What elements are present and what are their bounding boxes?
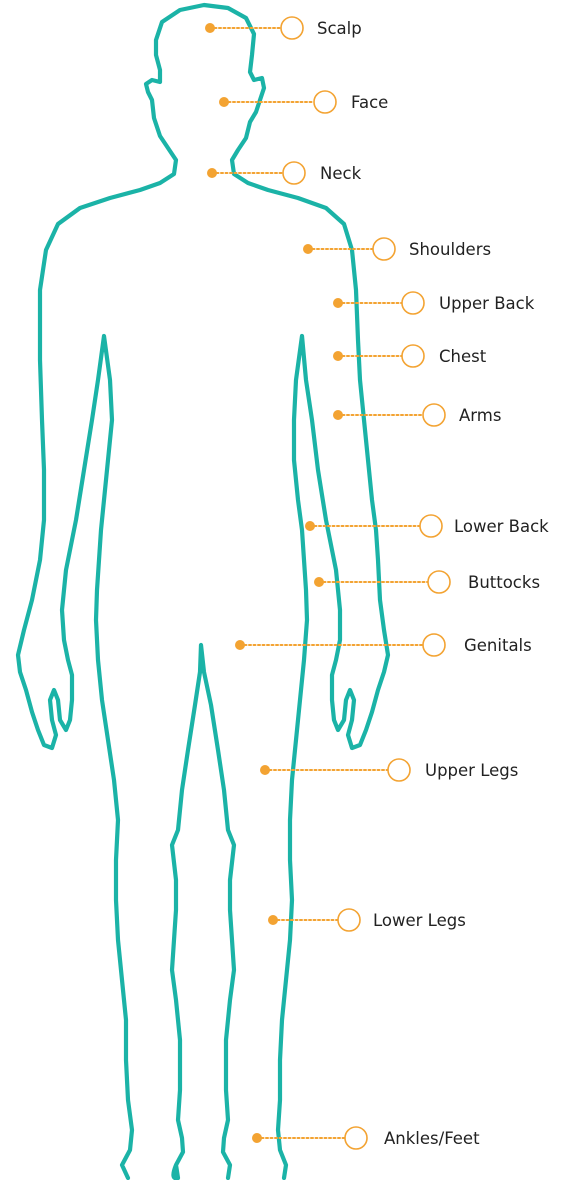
select-circle-genitals[interactable] bbox=[423, 634, 445, 656]
anchor-dot-ankles-feet bbox=[252, 1133, 262, 1143]
marker-scalp[interactable]: Scalp bbox=[205, 17, 362, 39]
anchor-dot-upper-back bbox=[333, 298, 343, 308]
marker-lower-legs[interactable]: Lower Legs bbox=[268, 909, 466, 931]
select-circle-lower-legs[interactable] bbox=[338, 909, 360, 931]
label-neck[interactable]: Neck bbox=[320, 164, 362, 183]
select-circle-scalp[interactable] bbox=[281, 17, 303, 39]
label-lower-legs[interactable]: Lower Legs bbox=[373, 911, 466, 930]
marker-arms[interactable]: Arms bbox=[333, 404, 501, 426]
select-circle-face[interactable] bbox=[314, 91, 336, 113]
label-shoulders[interactable]: Shoulders bbox=[409, 240, 491, 259]
marker-chest[interactable]: Chest bbox=[333, 345, 487, 367]
anchor-dot-chest bbox=[333, 351, 343, 361]
select-circle-upper-legs[interactable] bbox=[388, 759, 410, 781]
marker-shoulders[interactable]: Shoulders bbox=[303, 238, 491, 260]
select-circle-shoulders[interactable] bbox=[373, 238, 395, 260]
label-chest[interactable]: Chest bbox=[439, 347, 487, 366]
marker-face[interactable]: Face bbox=[219, 91, 388, 113]
select-circle-buttocks[interactable] bbox=[428, 571, 450, 593]
select-circle-neck[interactable] bbox=[283, 162, 305, 184]
marker-ankles-feet[interactable]: Ankles/Feet bbox=[252, 1127, 480, 1149]
label-ankles-feet[interactable]: Ankles/Feet bbox=[384, 1129, 480, 1148]
select-circle-ankles-feet[interactable] bbox=[345, 1127, 367, 1149]
label-lower-back[interactable]: Lower Back bbox=[454, 517, 549, 536]
anchor-dot-genitals bbox=[235, 640, 245, 650]
anchor-dot-arms bbox=[333, 410, 343, 420]
anchor-dot-shoulders bbox=[303, 244, 313, 254]
marker-neck[interactable]: Neck bbox=[207, 162, 362, 184]
anchor-dot-lower-back bbox=[305, 521, 315, 531]
label-face[interactable]: Face bbox=[351, 93, 388, 112]
marker-upper-legs[interactable]: Upper Legs bbox=[260, 759, 518, 781]
select-circle-chest[interactable] bbox=[402, 345, 424, 367]
select-circle-upper-back[interactable] bbox=[402, 292, 424, 314]
anchor-dot-neck bbox=[207, 168, 217, 178]
select-circle-lower-back[interactable] bbox=[420, 515, 442, 537]
label-scalp[interactable]: Scalp bbox=[317, 19, 362, 38]
anchor-dot-scalp bbox=[205, 23, 215, 33]
label-genitals[interactable]: Genitals bbox=[464, 636, 532, 655]
anchor-dot-buttocks bbox=[314, 577, 324, 587]
marker-upper-back[interactable]: Upper Back bbox=[333, 292, 535, 314]
label-upper-legs[interactable]: Upper Legs bbox=[425, 761, 518, 780]
label-arms[interactable]: Arms bbox=[459, 406, 501, 425]
marker-buttocks[interactable]: Buttocks bbox=[314, 571, 540, 593]
marker-lower-back[interactable]: Lower Back bbox=[305, 515, 549, 537]
anchor-dot-lower-legs bbox=[268, 915, 278, 925]
label-upper-back[interactable]: Upper Back bbox=[439, 294, 535, 313]
anchor-dot-face bbox=[219, 97, 229, 107]
select-circle-arms[interactable] bbox=[423, 404, 445, 426]
label-buttocks[interactable]: Buttocks bbox=[468, 573, 540, 592]
anchor-dot-upper-legs bbox=[260, 765, 270, 775]
